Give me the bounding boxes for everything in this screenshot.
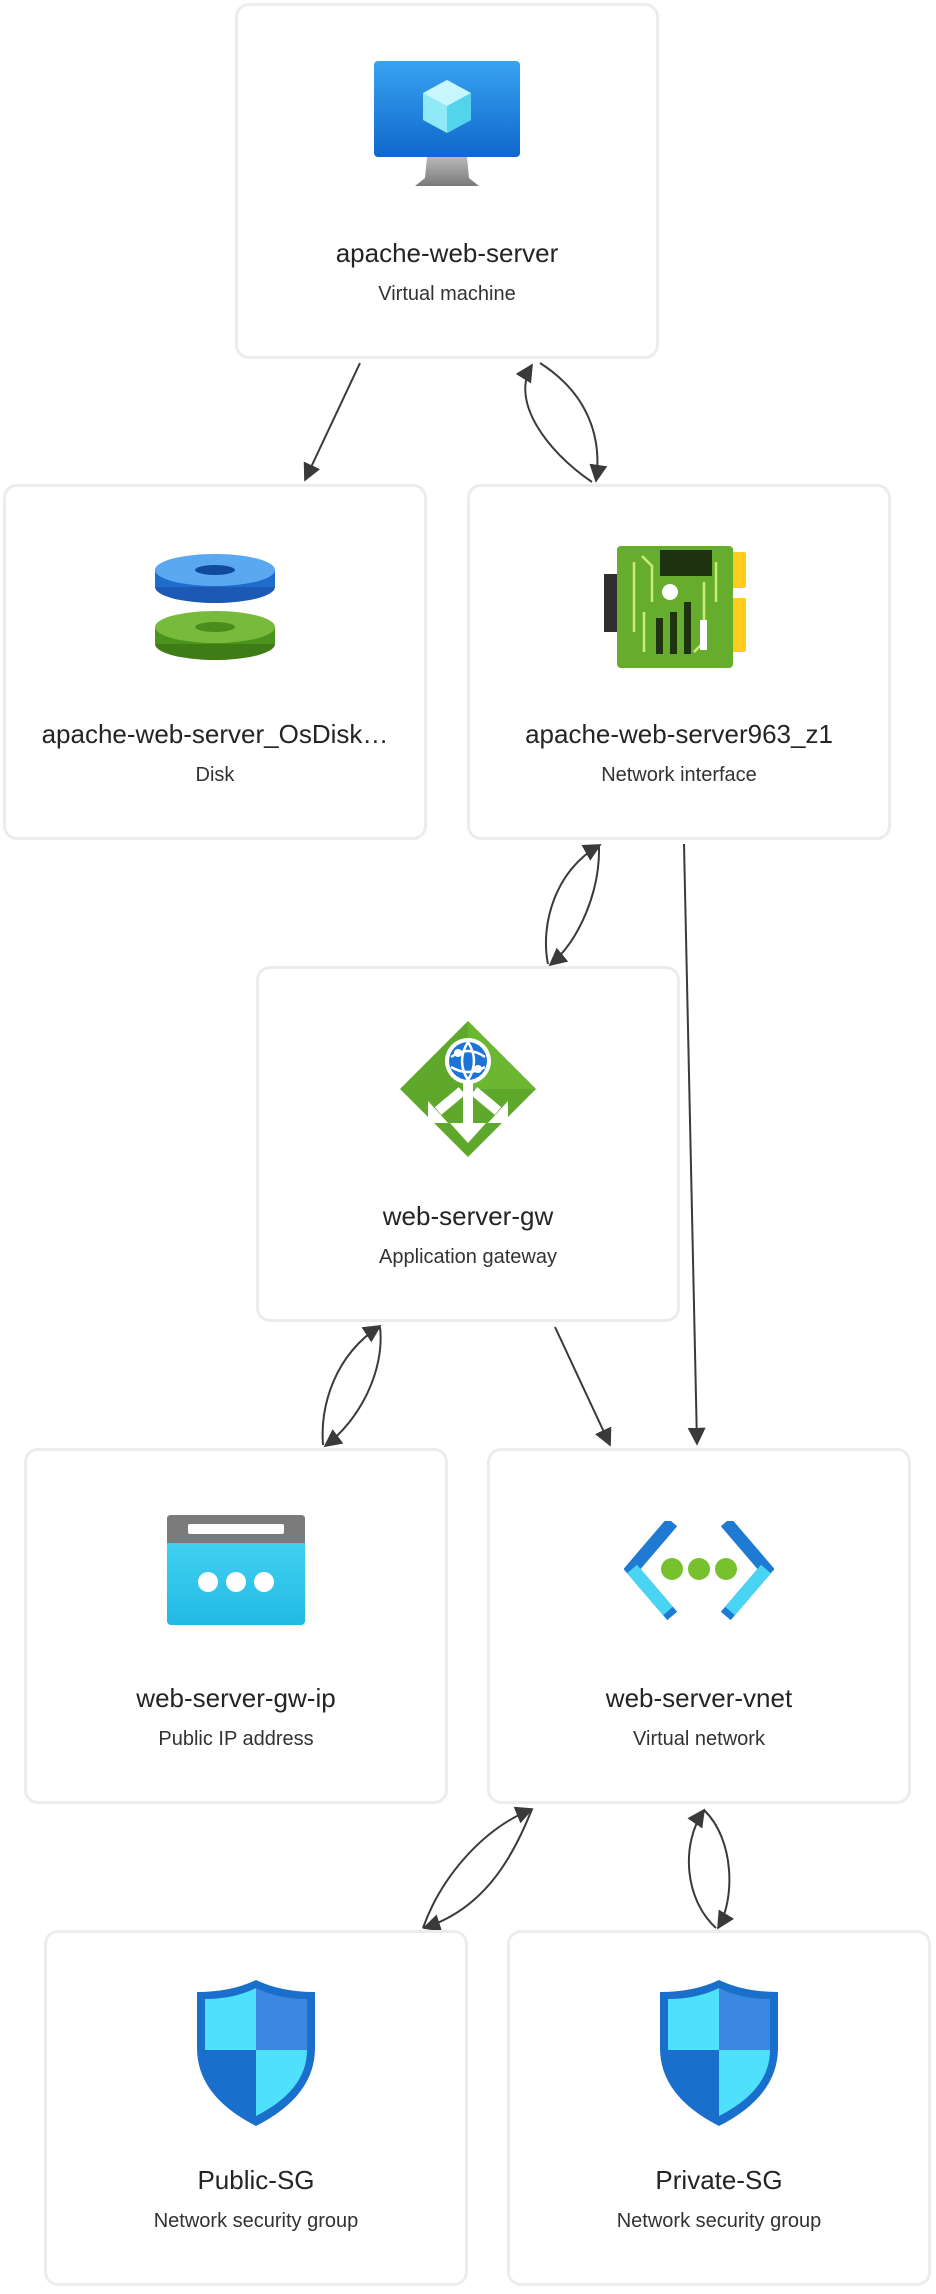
- node-subtitle: Virtual machine: [378, 283, 516, 305]
- node-subtitle: Network interface: [601, 764, 757, 786]
- node-subtitle: Network security group: [616, 2210, 822, 2232]
- edge-vnet-prsg-b[interactable]: [703, 1809, 735, 1930]
- network-security-group-icon: [47, 1978, 465, 2128]
- network-interface-icon: [470, 532, 888, 682]
- edge-vm-nic-a[interactable]: [515, 363, 593, 483]
- node-title: Public-SG: [197, 2165, 315, 2195]
- network-security-group-icon: [510, 1978, 928, 2128]
- node-public-sg[interactable]: Public-SG Network security group: [44, 1930, 468, 2286]
- edge-nic-vnet[interactable]: [683, 843, 706, 1446]
- edge-vm-disk[interactable]: [303, 362, 361, 482]
- virtual-network-icon: [490, 1496, 908, 1646]
- public-ip-icon: [27, 1496, 445, 1646]
- edge-vnet-prsg-a[interactable]: [687, 1808, 717, 1929]
- node-title: web-server-gw: [382, 1201, 554, 1231]
- edge-gw-ip-b[interactable]: [323, 1326, 382, 1448]
- edge-gw-ip-a[interactable]: [321, 1325, 382, 1446]
- node-title: apache-web-server_OsDisk…: [41, 719, 389, 749]
- application-gateway-icon: [259, 1014, 677, 1164]
- edge-nic-gw-b[interactable]: [548, 846, 601, 967]
- node-application-gateway[interactable]: web-server-gw Application gateway: [256, 966, 680, 1322]
- node-subtitle: Virtual network: [633, 1728, 765, 1750]
- node-private-sg[interactable]: Private-SG Network security group: [507, 1930, 931, 2286]
- node-public-ip[interactable]: web-server-gw-ip Public IP address: [24, 1448, 448, 1804]
- edge-vm-nic-b[interactable]: [539, 362, 608, 483]
- virtual-machine-icon: [238, 51, 656, 201]
- edge-gw-vnet[interactable]: [554, 1326, 612, 1447]
- node-title: apache-web-server963_z1: [525, 719, 833, 749]
- node-title: web-server-vnet: [605, 1683, 793, 1713]
- disk-icon: [6, 532, 424, 682]
- node-os-disk[interactable]: apache-web-server_OsDisk… Disk: [3, 484, 427, 840]
- node-subtitle: Disk: [195, 764, 235, 786]
- node-network-interface[interactable]: apache-web-server963_z1 Network interfac…: [467, 484, 891, 840]
- node-title: Private-SG: [655, 2165, 783, 2195]
- edge-nic-gw-a[interactable]: [544, 844, 602, 965]
- node-title: web-server-gw-ip: [136, 1683, 336, 1713]
- edge-vnet-psg-a[interactable]: [422, 1806, 534, 1929]
- node-subtitle: Public IP address: [158, 1728, 314, 1750]
- node-apache-web-server[interactable]: apache-web-server Virtual machine: [235, 3, 659, 359]
- node-title: apache-web-server: [335, 238, 559, 268]
- node-subtitle: Application gateway: [379, 1246, 557, 1268]
- node-virtual-network[interactable]: web-server-vnet Virtual network: [487, 1448, 911, 1804]
- edge-vnet-psg-b[interactable]: [422, 1808, 533, 1932]
- node-subtitle: Network security group: [153, 2210, 359, 2232]
